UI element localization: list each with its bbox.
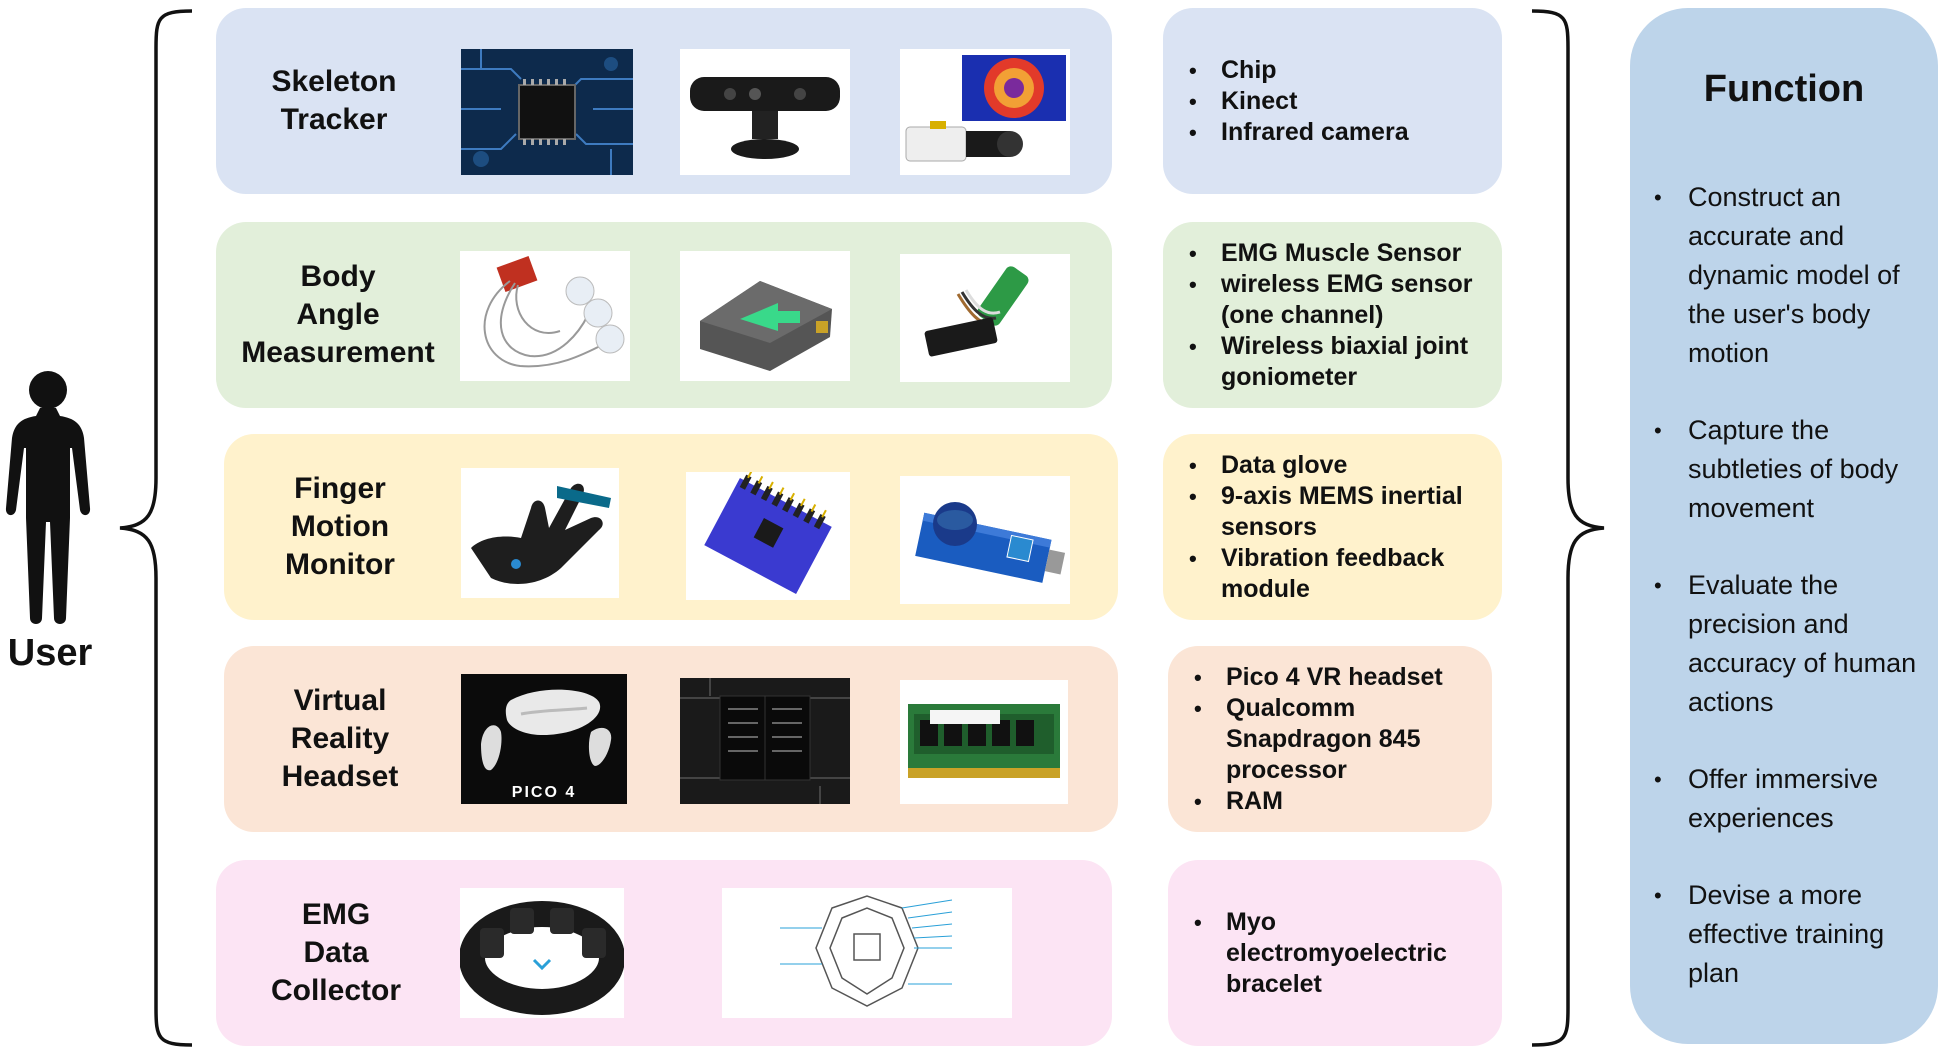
function-panel: Function Construct an accurate and dynam…	[1630, 8, 1938, 1044]
row-title-line: Angle	[296, 298, 380, 331]
list-item: EMG Muscle Sensor	[1189, 238, 1502, 269]
row-title-line: Monitor	[285, 548, 395, 581]
processor-chip-icon	[680, 678, 850, 804]
function-list: Construct an accurate and dynamic model …	[1654, 178, 1928, 993]
row-title-line: Reality	[290, 722, 390, 755]
myo-diagram-icon	[722, 888, 1012, 1018]
infrared-camera-icon	[900, 49, 1070, 175]
row-title-emg-data-collector: EMG Data Collector	[216, 860, 456, 1046]
function-title: Function	[1703, 68, 1865, 110]
list-body-angle-measurement: EMG Muscle Sensor wireless EMG sensor (o…	[1163, 222, 1502, 408]
list-item: Wireless biaxial joint goniometer	[1189, 331, 1502, 393]
row-title-virtual-reality-headset: Virtual Reality Headset	[224, 646, 456, 832]
row-title-line: Virtual	[293, 684, 387, 717]
goniometer-icon	[900, 254, 1070, 382]
vibration-module-icon	[900, 476, 1070, 604]
row-title-line: Measurement	[241, 336, 435, 369]
row-title-line: Skeleton	[271, 65, 397, 98]
list-item: Pico 4 VR headset	[1194, 662, 1486, 693]
row-title-line: Finger	[294, 472, 386, 505]
person-silhouette-icon	[5, 371, 91, 624]
row-title-line: EMG	[301, 898, 371, 931]
function-item: Evaluate the precision and accuracy of h…	[1654, 566, 1928, 722]
function-item: Offer immersive experiences	[1654, 760, 1928, 838]
list-virtual-reality-headset: Pico 4 VR headset Qualcomm Snapdragon 84…	[1168, 646, 1492, 832]
row-title-line: Headset	[281, 760, 399, 793]
function-item: Devise a more effective training plan	[1654, 876, 1928, 993]
circuit-chip-icon	[461, 49, 633, 175]
list-item: Qualcomm Snapdragon 845 processor	[1194, 693, 1486, 786]
pico-4-caption: PICO 4	[511, 784, 577, 801]
row-title-line: Motion	[290, 510, 390, 543]
list-item: Infrared camera	[1189, 117, 1409, 148]
list-item: wireless EMG sensor (one channel)	[1189, 269, 1502, 331]
list-item: Myo electromyoelectric bracelet	[1194, 907, 1456, 1000]
row-title-line: Body	[300, 260, 376, 293]
list-item: RAM	[1194, 786, 1486, 817]
row-title-skeleton-tracker: Skeleton Tracker	[216, 8, 452, 194]
row-title-line: Collector	[270, 974, 402, 1007]
wireless-sensor-icon	[680, 251, 850, 381]
list-finger-motion-monitor: Data glove 9-axis MEMS inertial sensors …	[1163, 434, 1502, 620]
list-emg-data-collector: Myo electromyoelectric bracelet	[1168, 860, 1502, 1046]
function-item: Construct an accurate and dynamic model …	[1654, 178, 1928, 373]
user-figure	[0, 360, 96, 630]
emg-electrodes-icon	[460, 251, 630, 381]
right-brace	[1531, 9, 1605, 1047]
myo-armband-icon	[460, 888, 624, 1018]
kinect-sensor-icon	[680, 49, 850, 175]
ram-module-icon	[900, 680, 1068, 804]
row-title-body-angle-measurement: Body Angle Measurement	[216, 222, 460, 408]
list-item: Data glove	[1189, 450, 1502, 481]
list-item: 9-axis MEMS inertial sensors	[1189, 481, 1502, 543]
left-brace	[119, 9, 193, 1047]
function-item: Capture the subtleties of body movement	[1654, 411, 1928, 528]
row-title-finger-motion-monitor: Finger Motion Monitor	[224, 434, 456, 620]
row-title-line: Data	[303, 936, 369, 969]
row-title-line: Tracker	[280, 103, 388, 136]
user-label: User	[7, 632, 93, 674]
vr-headset-icon: PICO 4	[461, 674, 627, 804]
list-skeleton-tracker: Chip Kinect Infrared camera	[1163, 8, 1502, 194]
list-item: Chip	[1189, 55, 1409, 86]
list-item: Vibration feedback module	[1189, 543, 1502, 605]
list-item: Kinect	[1189, 86, 1409, 117]
data-glove-icon	[461, 468, 619, 598]
mems-sensor-board-icon	[686, 472, 850, 600]
